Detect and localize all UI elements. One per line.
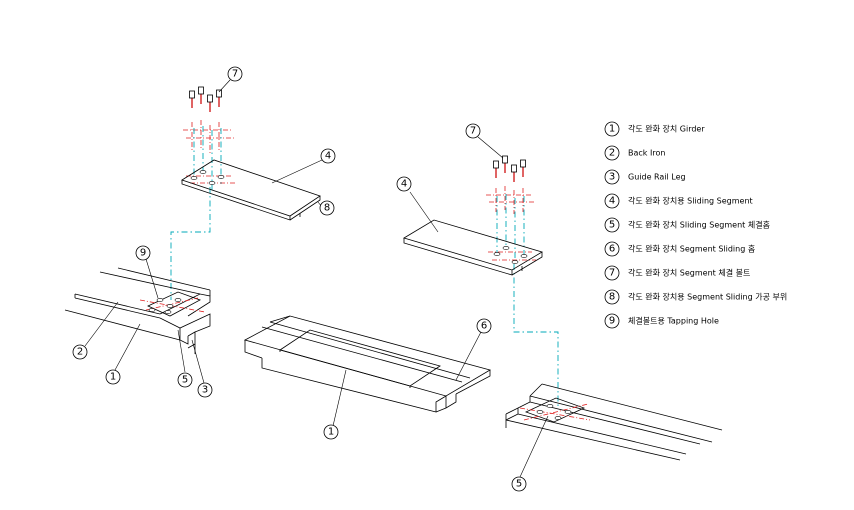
svg-text:1: 1 [328,427,334,438]
legend-item: 2 Back Iron [604,145,665,161]
callout-left-groove: 5 [177,372,193,388]
legend-item: 3 Guide Rail Leg [604,169,686,185]
callout-left-bolts: 7 [227,66,243,82]
legend-bubble [604,265,620,281]
callout-left-tapping-hole: 9 [135,245,151,261]
legend-bubble [604,313,620,329]
svg-text:9: 9 [140,248,146,259]
callout-center-girder: 1 [323,424,339,440]
callout-left-segment: 4 [320,148,336,164]
svg-text:4: 4 [401,179,407,190]
legend-label: Back Iron [628,149,665,158]
bolt [502,155,508,173]
legend-number: 1 [609,124,615,135]
callout-left-back-iron: 2 [72,344,88,360]
svg-text:8: 8 [324,203,330,214]
svg-text:7: 7 [232,69,238,80]
legend-label: 체결볼트용 Tapping Hole [628,316,719,326]
legend-item: 9 체결볼트용 Tapping Hole [604,313,719,329]
bolt [493,160,499,178]
right-centerlines [486,186,559,408]
callout-left-rail-leg: 3 [197,382,213,398]
legend-item: 6 각도 완화 장치 Segment Sliding 홈 [604,241,755,257]
legend-bubble [604,169,620,185]
legend-label: 각도 완화 장치 Girder [628,124,705,134]
svg-text:6: 6 [481,321,487,332]
legend-bubble [604,121,620,137]
legend-item: 7 각도 완화 장치 Segment 체결 볼트 [604,265,750,281]
legend-item: 8 각도 완화 장치용 Segment Sliding 가공 부위 [604,289,787,305]
callout-left-girder: 1 [105,369,121,385]
bolt [511,164,517,182]
legend-number: 3 [609,172,615,183]
legend-number: 4 [609,196,615,207]
left-girder-assembly [64,267,211,354]
legend-bubble [604,193,620,209]
callout-right-bolts: 7 [465,123,481,139]
legend-item: 5 각도 완화 장치 Sliding Segment 체결홈 [604,217,770,233]
legend: 1 각도 완화 장치 Girder 2 Back Iron 3 Guide Rail Le… [604,121,787,329]
legend-label: Guide Rail Leg [628,173,686,182]
bolt [520,159,526,177]
callout-right-groove: 5 [511,476,527,492]
legend-bubble [604,217,620,233]
svg-text:5: 5 [182,375,188,386]
left-bolts [189,86,222,112]
legend-label: 각도 완화 장치 Segment 체결 볼트 [628,268,750,278]
callout-right-segment: 4 [396,176,412,192]
bolt [216,89,222,107]
svg-text:3: 3 [202,385,208,396]
svg-text:1: 1 [110,372,116,383]
legend-label: 각도 완화 장치 Segment Sliding 홈 [628,244,755,254]
callout-center-sliding-groove: 6 [476,318,492,334]
left-centerlines [170,120,236,300]
bolt [198,86,204,104]
legend-item: 1 각도 완화 장치 Girder [604,121,705,137]
legend-label: 각도 완화 장치용 Sliding Segment [628,196,753,206]
legend-number: 5 [609,220,615,231]
bolt [189,90,195,108]
legend-bubble [604,241,620,257]
center-girder [243,315,492,413]
legend-label: 각도 완화 장치 Sliding Segment 체결홈 [628,220,770,230]
legend-number: 6 [609,244,615,255]
left-sliding-segment [181,159,321,221]
legend-number: 7 [609,268,615,279]
right-sliding-segment [403,219,543,276]
callout-left-segment-edge: 8 [319,200,335,216]
legend-bubble [604,289,620,305]
legend-item: 4 각도 완화 장치용 Sliding Segment [604,193,753,209]
legend-number: 2 [609,148,615,159]
bolt [207,94,213,112]
svg-text:5: 5 [516,479,522,490]
legend-number: 8 [609,292,615,303]
svg-text:7: 7 [470,126,476,137]
svg-text:4: 4 [325,151,331,162]
legend-label: 각도 완화 장치용 Segment Sliding 가공 부위 [628,292,787,302]
right-bolts [493,155,526,182]
legend-number: 9 [609,316,615,327]
svg-text:2: 2 [77,347,83,358]
legend-bubble [604,145,620,161]
right-girder-assembly [505,383,723,461]
